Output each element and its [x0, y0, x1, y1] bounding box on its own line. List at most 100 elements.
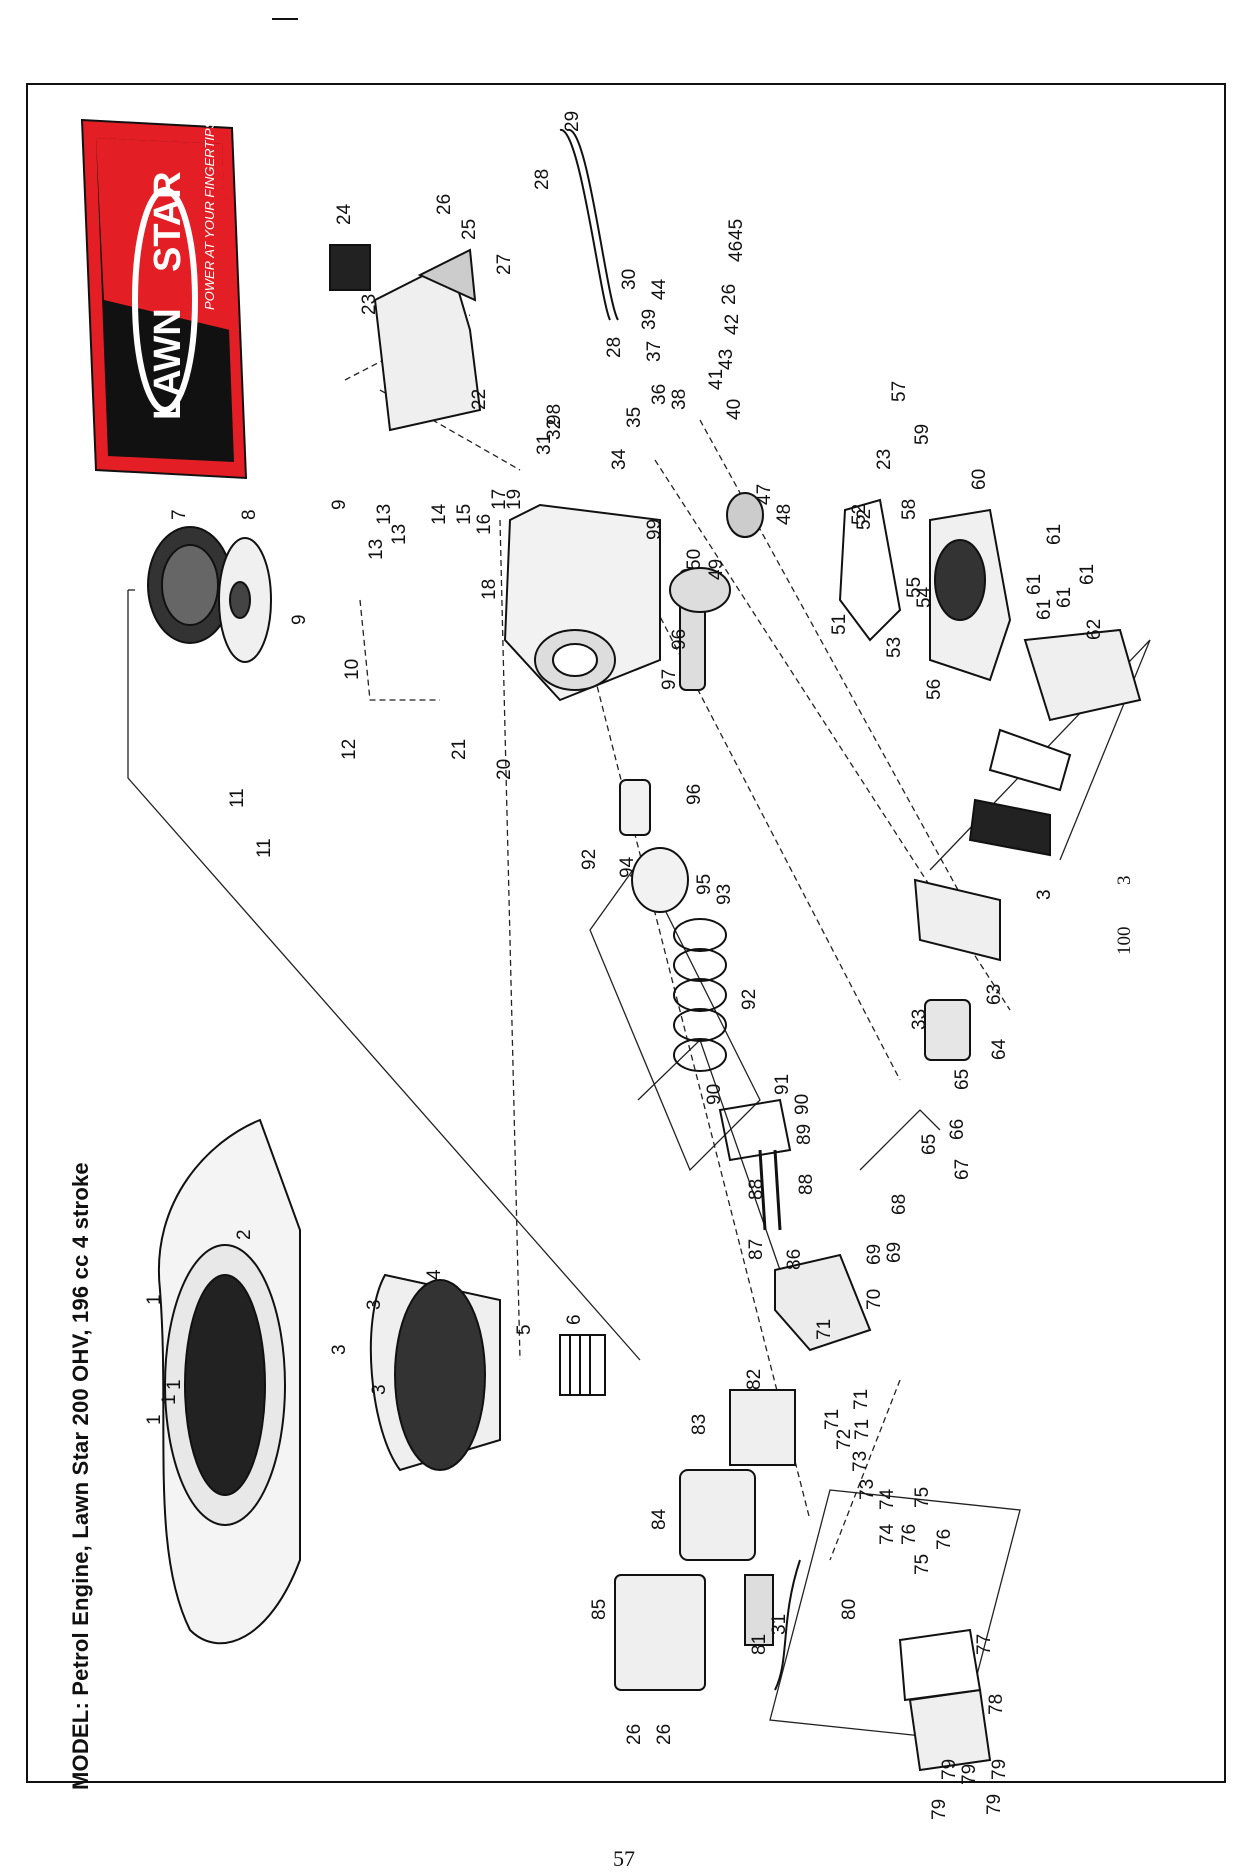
part-label: 61 — [1024, 574, 1045, 595]
part-label: 99 — [644, 519, 665, 540]
part-label: 16 — [474, 514, 495, 535]
part-label: 9 — [329, 499, 350, 510]
part-label: 68 — [889, 1194, 910, 1215]
part-label: 69 — [864, 1244, 885, 1265]
part-label: 58 — [899, 499, 920, 520]
rocker-cover — [898, 1628, 992, 1772]
part-label: 87 — [746, 1239, 767, 1260]
part-label: 71 — [851, 1389, 872, 1410]
push-rods — [758, 1149, 782, 1231]
recoil-starter — [369, 1273, 501, 1472]
piston-assembly — [619, 779, 727, 1072]
part-label: 6 — [564, 1314, 585, 1325]
part-label: 71 — [822, 1409, 843, 1430]
part-label: 46 — [726, 241, 747, 262]
part-label: 48 — [774, 504, 795, 525]
air-filter-assembly — [913, 628, 1142, 962]
part-label: 55 — [904, 577, 925, 598]
part-label: 43 — [716, 349, 737, 370]
part-label: 17 — [489, 489, 510, 510]
part-label: 26 — [654, 1724, 675, 1745]
part-label: 79 — [984, 1794, 1005, 1815]
camshaft-gear — [726, 492, 764, 538]
lawn-star-logo: LAWN STAR POWER AT YOUR FINGERTIPS — [80, 118, 248, 480]
part-label: 42 — [722, 314, 743, 335]
part-label: 86 — [784, 1249, 805, 1270]
fuel-tank — [329, 244, 482, 432]
part-label: 100 — [1114, 927, 1135, 956]
part-label: 95 — [694, 874, 715, 895]
part-label: 80 — [839, 1599, 860, 1620]
part-label: 1 — [159, 1394, 180, 1405]
part-label: 31 — [769, 1614, 790, 1635]
part-label: 33 — [909, 1009, 930, 1030]
part-label: 74 — [877, 1488, 898, 1510]
part-label: 29 — [562, 111, 583, 132]
part-label: 92 — [579, 849, 600, 870]
part-label: 22 — [469, 389, 490, 410]
part-label: 54 — [914, 586, 935, 608]
muffler-assembly — [614, 1389, 796, 1691]
part-label: 96 — [669, 629, 690, 650]
flywheel — [147, 526, 233, 644]
crankcase-cover — [929, 508, 1012, 682]
diagram-frame — [26, 83, 1226, 1783]
cover-gasket — [838, 498, 902, 642]
part-label: 78 — [986, 1694, 1007, 1715]
part-label: 9 — [289, 614, 310, 625]
part-label: 97 — [659, 669, 680, 690]
part-label: 24 — [334, 203, 355, 225]
part-label: 79 — [929, 1799, 950, 1820]
part-label: 70 — [864, 1289, 885, 1310]
part-label: 11 — [254, 838, 275, 858]
part-label: 65 — [919, 1134, 940, 1155]
part-label: 1 — [144, 1414, 165, 1425]
page-number: 57 — [613, 1846, 635, 1871]
part-label: 37 — [644, 341, 665, 362]
part-label: 79 — [939, 1759, 960, 1780]
part-label: 74 — [877, 1523, 898, 1545]
part-label: 91 — [772, 1074, 793, 1095]
part-label: 83 — [689, 1414, 710, 1435]
part-label: 52 — [854, 509, 875, 530]
part-label: 1 — [164, 1379, 185, 1390]
part-label: 28 — [532, 169, 553, 190]
part-label: 4 — [424, 1269, 445, 1280]
part-label: 61 — [1054, 587, 1075, 608]
part-label: 26 — [434, 194, 455, 215]
ignition-coil — [218, 537, 272, 663]
part-label: 34 — [609, 448, 630, 470]
part-label: 19 — [504, 489, 525, 510]
part-label: 92 — [739, 989, 760, 1010]
part-label: 26 — [719, 284, 740, 305]
fuel-line — [559, 129, 619, 321]
part-label: 79 — [959, 1764, 980, 1785]
part-label: 38 — [669, 389, 690, 410]
part-label: 45 — [726, 219, 747, 240]
spark-plug — [744, 1559, 801, 1691]
part-label: 61 — [1077, 564, 1098, 585]
part-label: 61 — [1044, 524, 1065, 545]
part-label: 76 — [899, 1524, 920, 1545]
part-label: 21 — [449, 739, 470, 760]
part-label: 66 — [947, 1119, 968, 1140]
starter-cup — [559, 1334, 606, 1396]
part-label: 23 — [874, 449, 895, 470]
part-label: 39 — [639, 309, 660, 330]
part-label: 28 — [604, 337, 625, 358]
part-label: 85 — [589, 1599, 610, 1620]
part-label: 32 — [544, 419, 565, 440]
part-label: 64 — [989, 1038, 1010, 1060]
part-label: 5 — [514, 1324, 535, 1335]
logo-text-star: STAR — [147, 171, 189, 272]
carburetor — [924, 999, 971, 1061]
part-label: 50 — [684, 549, 705, 570]
part-label: 3 — [364, 1299, 385, 1310]
part-label: 3 — [369, 1384, 390, 1395]
part-label: 71 — [852, 1419, 873, 1440]
part-label: 12 — [339, 739, 360, 760]
part-callout-labels: 1 1 1 1 2 3 3 3 4 5 6 7 8 9 9 10 11 11 1… — [144, 111, 1135, 1820]
part-label: 13 — [366, 539, 387, 560]
part-label: 41 — [706, 369, 727, 390]
